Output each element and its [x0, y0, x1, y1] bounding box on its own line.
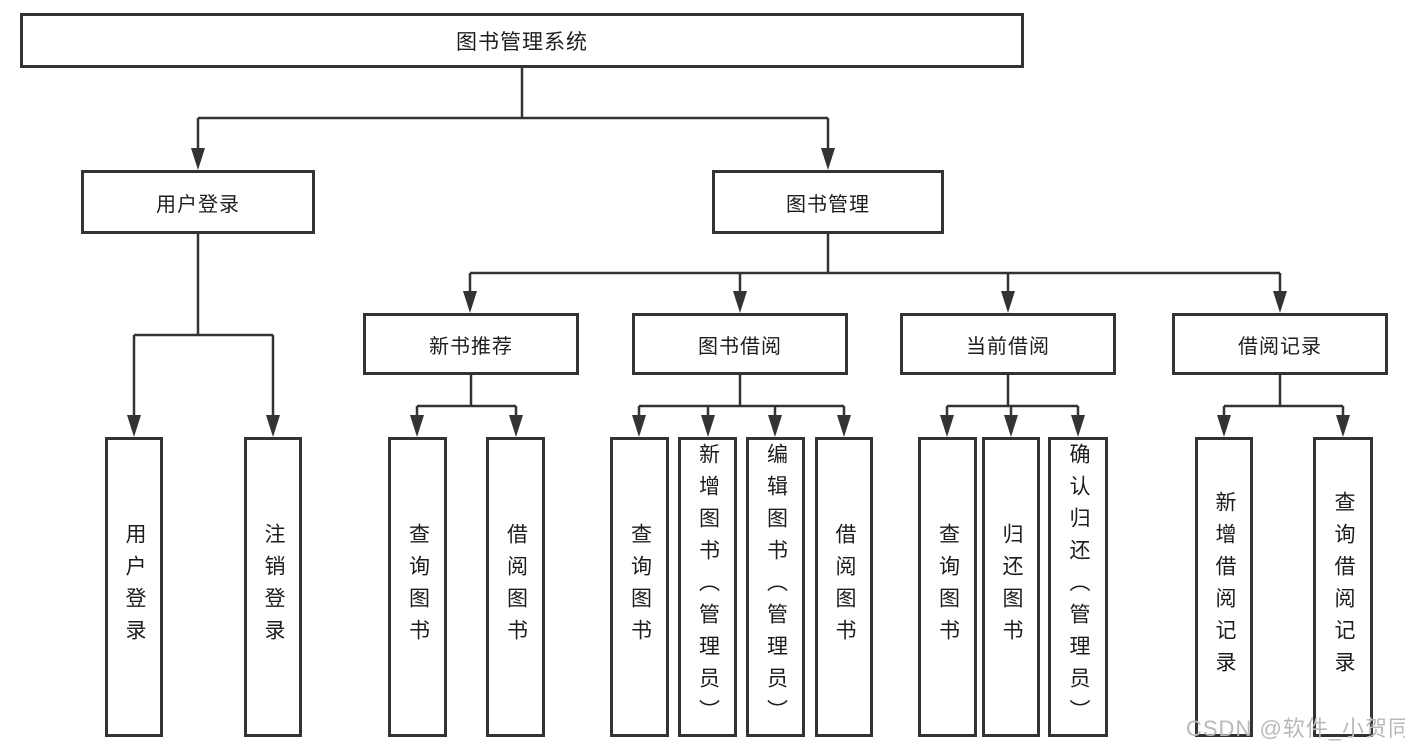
arrowheads — [127, 148, 1350, 437]
leaf-label: 用户登录 — [123, 523, 146, 651]
leaf-borrow-books-recommend: 借阅图书 — [486, 437, 545, 737]
leaf-label: 新增图书（管理员） — [696, 443, 720, 731]
node-system-root: 图书管理系统 — [20, 13, 1024, 68]
leaf-label: 查询借阅记录 — [1332, 491, 1355, 683]
leaf-label: 借阅图书 — [504, 523, 528, 651]
leaf-label: 编辑图书（管理员） — [764, 443, 788, 731]
leaf-add-borrow-record: 新增借阅记录 — [1195, 437, 1253, 737]
node-user-login-module: 用户登录 — [81, 170, 315, 234]
leaf-label: 查询图书 — [628, 523, 652, 651]
leaf-query-books: 查询图书 — [610, 437, 669, 737]
node-borrow-records: 借阅记录 — [1172, 313, 1388, 375]
leaf-add-books-admin: 新增图书（管理员） — [678, 437, 737, 737]
leaf-label: 新增借阅记录 — [1213, 491, 1236, 683]
node-current-borrow: 当前借阅 — [900, 313, 1116, 375]
leaf-query-books-recommend: 查询图书 — [388, 437, 447, 737]
leaf-return-books: 归还图书 — [982, 437, 1040, 737]
leaf-label: 归还图书 — [1000, 523, 1023, 651]
leaf-query-books-current: 查询图书 — [918, 437, 977, 737]
node-book-borrow: 图书借阅 — [632, 313, 848, 375]
leaf-label: 注销登录 — [262, 523, 285, 651]
leaf-user-login: 用户登录 — [105, 437, 163, 737]
leaf-label: 确认归还（管理员） — [1067, 443, 1090, 731]
csdn-watermark: CSDN @软件_小贺同学 — [1186, 716, 1405, 741]
leaf-confirm-return-admin: 确认归还（管理员） — [1048, 437, 1108, 737]
leaf-query-borrow-record: 查询借阅记录 — [1313, 437, 1373, 737]
node-book-management-module: 图书管理 — [712, 170, 944, 234]
leaf-label: 查询图书 — [406, 523, 430, 651]
leaf-logout: 注销登录 — [244, 437, 302, 737]
leaf-label: 借阅图书 — [833, 523, 856, 651]
node-new-book-recommend: 新书推荐 — [363, 313, 579, 375]
leaf-edit-books-admin: 编辑图书（管理员） — [746, 437, 805, 737]
leaf-label: 查询图书 — [936, 523, 960, 651]
leaf-borrow-books: 借阅图书 — [815, 437, 873, 737]
